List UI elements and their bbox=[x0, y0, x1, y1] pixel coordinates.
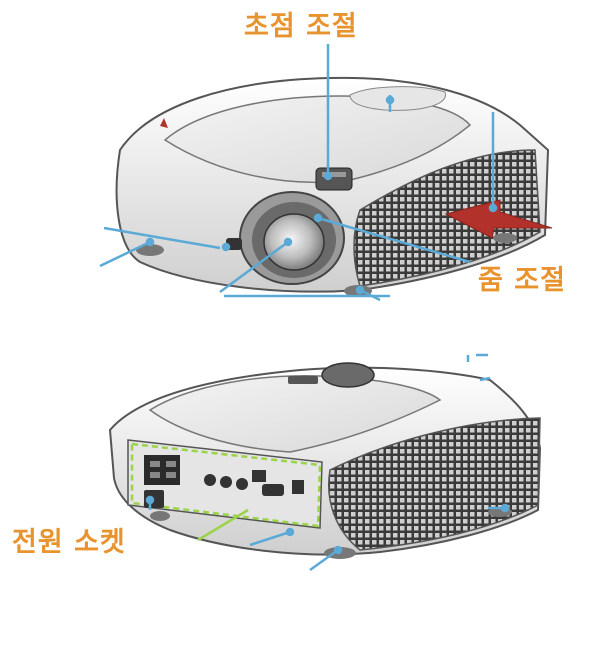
zoom-adjust-label: 줌 조절 bbox=[478, 265, 566, 296]
focus-adjust-label: 초점 조절 bbox=[244, 11, 358, 42]
callout-lines-top bbox=[99, 44, 498, 302]
callout-lines-bottom bbox=[145, 353, 510, 572]
power-socket-label: 전원 소켓 bbox=[12, 527, 126, 558]
projector-top-panel bbox=[163, 95, 472, 184]
projector-rear-view bbox=[108, 362, 542, 559]
projector-front-view bbox=[115, 76, 550, 297]
lens bbox=[263, 213, 325, 271]
arrow-left-icon bbox=[444, 199, 553, 239]
vent-grille-rear bbox=[328, 417, 541, 551]
io-panel-highlight bbox=[130, 442, 322, 528]
io-panel-leader-line bbox=[197, 508, 249, 542]
focus-ring bbox=[315, 167, 353, 191]
